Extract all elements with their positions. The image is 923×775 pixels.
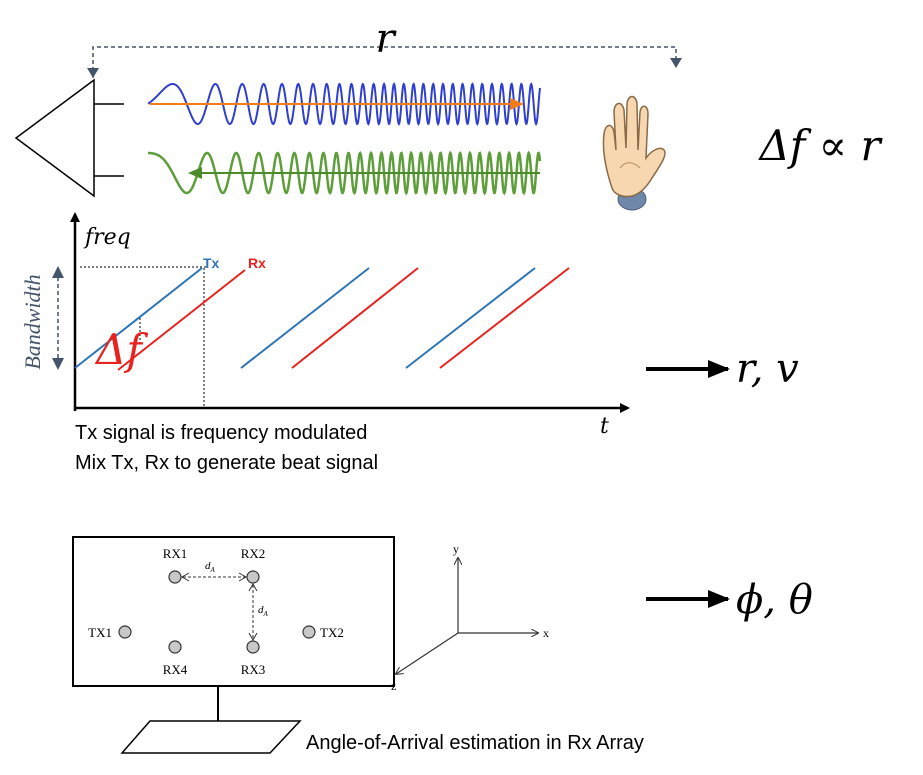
tx1-label: TX1 (88, 625, 112, 640)
x-axis-label: t (600, 414, 609, 439)
angle-output-label: ϕ, θ (736, 577, 813, 623)
tx-wave-arrow (150, 98, 524, 110)
radar-antenna-icon (14, 78, 124, 198)
tx-chirps (74, 267, 536, 369)
axis-x-label: x (543, 626, 549, 640)
rx3-label: RX3 (241, 662, 266, 677)
axis-z-label: z (391, 679, 396, 693)
chirp-caption-line1: Tx signal is frequency modulated (75, 422, 367, 444)
rx-label: Rx (248, 255, 266, 271)
tx2-element (302, 625, 316, 639)
bandwidth-label: Bandwidth (20, 274, 45, 369)
array-board (72, 536, 395, 754)
rx-wave-arrow (188, 167, 540, 179)
rx-chirps (117, 267, 570, 371)
tx1-element (118, 625, 132, 639)
rx2-label: RX2 (241, 546, 266, 561)
rx4-element (168, 640, 182, 654)
rx1-label: RX1 (163, 546, 188, 561)
range-velocity-label: r, v (736, 346, 799, 392)
rx2-element (246, 570, 260, 584)
distance-label: r (375, 16, 397, 62)
range-relation-label: Δf ∝ r (757, 121, 883, 170)
element-spacing-arrows (180, 572, 258, 642)
tx-label: Tx (203, 255, 220, 271)
hand-target-icon (602, 95, 666, 211)
bandwidth-arrow (52, 266, 64, 370)
delta-f-label: Δf (94, 325, 148, 374)
rx3-element (246, 640, 260, 654)
rx-chirp-3 (439, 267, 570, 369)
spacing-label-vertical: dA (258, 604, 269, 618)
coordinate-axes (396, 558, 538, 674)
y-axis-label: freq (83, 225, 131, 250)
spacing-label-horizontal: dA (205, 560, 216, 574)
tx2-label: TX2 (320, 625, 344, 640)
chirp-caption-line2: Mix Tx, Rx to generate beat signal (75, 452, 378, 474)
tx-chirp-3 (405, 267, 536, 369)
rx-chirp-2 (291, 267, 419, 369)
rx1-element (168, 570, 182, 584)
reference-dotted-lines (80, 266, 206, 406)
tx-chirp-1 (74, 267, 203, 369)
rx-wave (147, 150, 542, 196)
distance-indicator (87, 46, 682, 78)
rx-chirp-1 (117, 269, 246, 371)
tx-chirp-2 (240, 267, 370, 369)
tx-wave (147, 82, 541, 127)
chirp-axes (70, 212, 630, 413)
rx4-label: RX4 (163, 662, 188, 677)
axis-y-label: y (453, 542, 459, 556)
aoa-caption: Angle-of-Arrival estimation in Rx Array (306, 732, 644, 754)
